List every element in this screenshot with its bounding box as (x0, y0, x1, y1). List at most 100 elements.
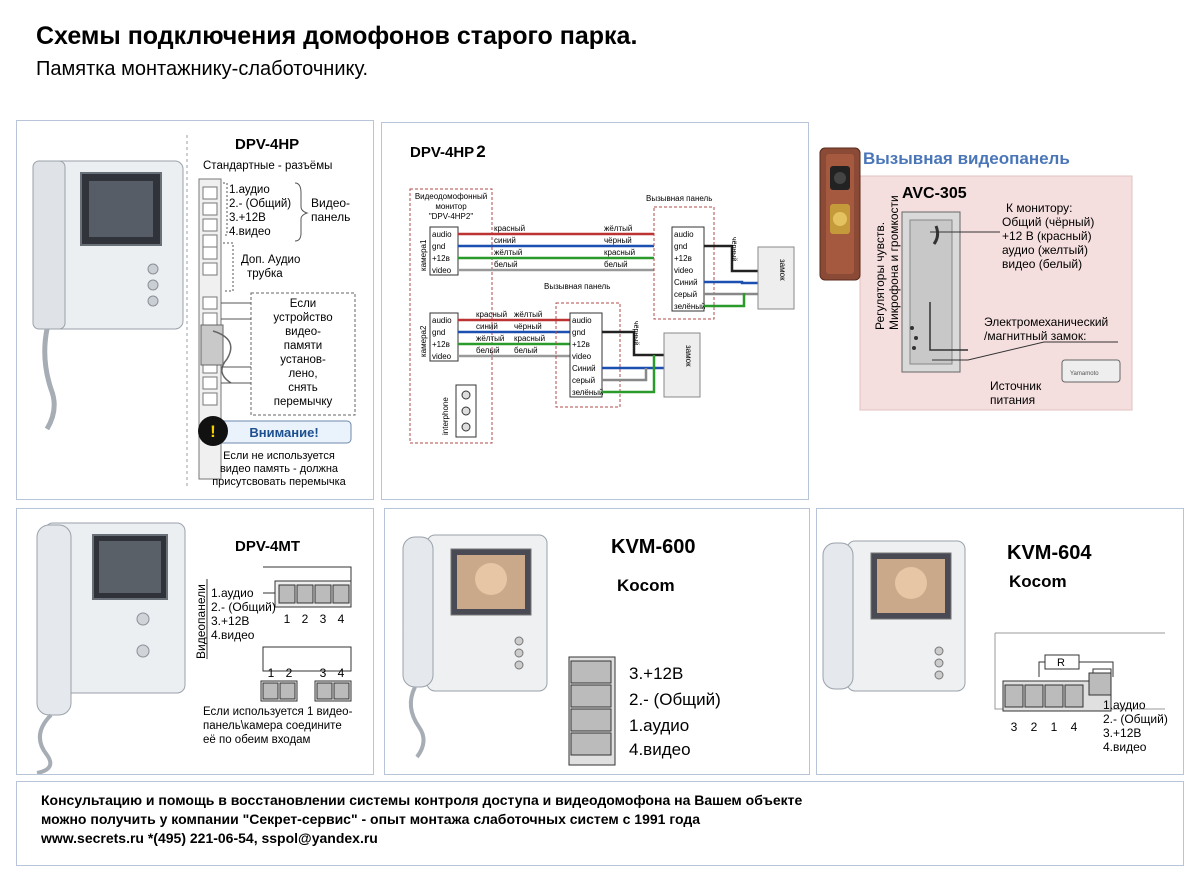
w2-left-yellow: жёлтый (476, 334, 504, 343)
video-panel-label-1: Видео- (311, 196, 350, 210)
svg-text:!: ! (210, 422, 216, 441)
to-monitor-common: Общий (чёрный) (1002, 215, 1094, 229)
w1-left-white: белый (494, 260, 518, 269)
terminal-audio: 1.аудио (229, 184, 270, 196)
w1-right-red: красный (604, 248, 635, 257)
w2-left-red: красный (476, 310, 507, 319)
memory-note-5: установ- (280, 354, 326, 366)
kvm-604-terminal-video: 4.видео (1103, 740, 1147, 754)
kvm-604-num-2: 2 (1031, 720, 1038, 734)
dpv-4mt-note-1: Если используется 1 видео- (203, 706, 353, 718)
bottom-terminal-4: 4 (338, 666, 345, 680)
p1-pin-blue: Синий (674, 278, 698, 287)
w1-right-black: чёрный (604, 236, 632, 245)
c2-pin-gnd: gnd (432, 328, 445, 337)
kvm-600-diagram: KVM-600 Kocom 3.+12В 2.- (Общий) 1.аудио… (402, 534, 721, 766)
dpv-4mt-note-2: панель\камера соедините (203, 720, 342, 732)
lock-1-label: замок (778, 259, 787, 281)
top-terminal-1: 1 (284, 612, 291, 626)
to-monitor-video: видео (белый) (1002, 257, 1082, 271)
p1-pin-green: зелёный (674, 302, 706, 311)
black-wire-1: чёрный (730, 237, 738, 261)
kvm-600-terminal-audio: 1.аудио (629, 716, 689, 735)
w1-left-blue: синий (494, 236, 516, 245)
dpv-4mt-monitor-image (36, 522, 186, 775)
c1-pin-video: video (432, 266, 452, 275)
monitor-label-2: монитор (435, 202, 467, 211)
p2-pin-audio: audio (572, 316, 592, 325)
panel-dpv-4mt: DPV-4MT 1 2 3 4 Видеопанели 1.аудио 2.- … (16, 508, 374, 775)
top-terminal-2: 2 (302, 612, 309, 626)
kvm-600-terminal-video: 4.видео (629, 740, 691, 759)
memory-note-7: снять (288, 382, 318, 394)
sensitivity-label-2: Микрофона и громкости (887, 195, 901, 330)
dpv-4hp-diagram: DPV-4HP Стандартные - разъёмы 1.аудио 2.… (32, 135, 356, 488)
mt-terminal-video: 4.видео (211, 628, 255, 642)
monitor-label-3: "DPV-4HP2" (429, 212, 474, 221)
terminal-common: 2.- (Общий) (229, 198, 291, 210)
resistor-label: R (1057, 657, 1065, 669)
c2-pin-audio: audio (432, 316, 452, 325)
p1-pin-gnd: gnd (674, 242, 687, 251)
mt-terminal-audio: 1.аудио (211, 586, 254, 600)
w1-left-red: красный (494, 224, 525, 233)
memory-note-3: видео- (285, 326, 321, 338)
lock-device-icon (1061, 359, 1121, 383)
to-monitor-heading: К монитору: (1006, 201, 1073, 215)
warning-title: Внимание! (249, 425, 318, 440)
interphone-label: interphone (441, 397, 450, 435)
p1-pin-12v: +12в (674, 254, 692, 263)
w1-left-yellow: жёлтый (494, 248, 522, 257)
footer-contact: Консультацию и помощь в восстановлении с… (16, 781, 1184, 866)
c1-pin-12v: +12в (432, 254, 450, 263)
handset-label-2: трубка (247, 268, 283, 280)
top-terminal-3: 3 (320, 612, 327, 626)
kvm-604-terminal-common: 2.- (Общий) (1103, 712, 1168, 726)
mt-terminal-12v: 3.+12В (211, 614, 249, 628)
bottom-terminal-3: 3 (320, 666, 327, 680)
page-subtitle: Памятка монтажнику-слаботочнику. (36, 58, 369, 80)
kvm-604-num-3: 3 (1011, 720, 1018, 734)
w2-right-white: белый (514, 346, 538, 355)
bottom-terminal-2: 2 (286, 666, 293, 680)
p2-pin-blue: Синий (572, 364, 596, 373)
footer-line-1: Консультацию и помощь в восстановлении с… (41, 792, 803, 808)
kvm-604-num-4: 4 (1071, 720, 1078, 734)
c2-pin-video: video (432, 352, 452, 361)
terminal-video: 4.видео (229, 226, 271, 238)
kvm-600-terminal-12v: 3.+12В (629, 664, 683, 683)
avc-305-panel-image (819, 147, 861, 281)
handset-label-1: Доп. Аудио (241, 254, 300, 266)
video-panel-label-2: панель (311, 210, 350, 224)
p2-pin-12v: +12в (572, 340, 590, 349)
bottom-terminal-1: 1 (268, 666, 275, 680)
kvm-604-brand: Kocom (1009, 572, 1067, 591)
memory-note-4: памяти (284, 340, 322, 352)
power-label-2: питания (990, 393, 1035, 407)
kvm-604-num-1: 1 (1051, 720, 1058, 734)
dpv-4mt-model: DPV-4MT (235, 538, 300, 555)
page-title: Схемы подключения домофонов старого парк… (36, 22, 638, 50)
to-monitor-audio: аудио (желтый) (1002, 243, 1088, 257)
panel-kvm-600: KVM-600 Kocom 3.+12В 2.- (Общий) 1.аудио… (384, 508, 810, 775)
warning-text-1: Если не используется (223, 450, 335, 462)
call-panel-2-label: Вызывная панель (544, 282, 610, 291)
video-panels-label: Видеопанели (194, 584, 208, 659)
p2-pin-gnd: gnd (572, 328, 585, 337)
avc-305-model: AVC-305 (902, 185, 967, 202)
monitor-label-1: Видеодомофонный (415, 192, 487, 201)
panel-kvm-604: KVM-604 Kocom R 3 2 1 4 1.аудио 2.- (Общ… (816, 508, 1184, 775)
w2-left-blue: синий (476, 322, 498, 331)
kvm-604-terminal-12v: 3.+12В (1103, 726, 1141, 740)
w2-right-black: чёрный (514, 322, 542, 331)
dpv-4hp-terminals: 1.аудио 2.- (Общий) 3.+12В 4.видео (229, 184, 291, 238)
footer-contacts[interactable]: www.secrets.ru *(495) 221-06-54, sspol@y… (41, 830, 378, 846)
warning-text-2: видео память - должна (220, 463, 339, 475)
lock-brand: Yamamoto (1070, 371, 1099, 377)
p1-pin-video: video (674, 266, 694, 275)
sensitivity-label-1: Регуляторы чувств. (873, 222, 887, 330)
mt-terminal-common: 2.- (Общий) (211, 600, 276, 614)
kvm-604-terminal-audio: 1.аудио (1103, 698, 1146, 712)
warning-icon (198, 416, 228, 446)
